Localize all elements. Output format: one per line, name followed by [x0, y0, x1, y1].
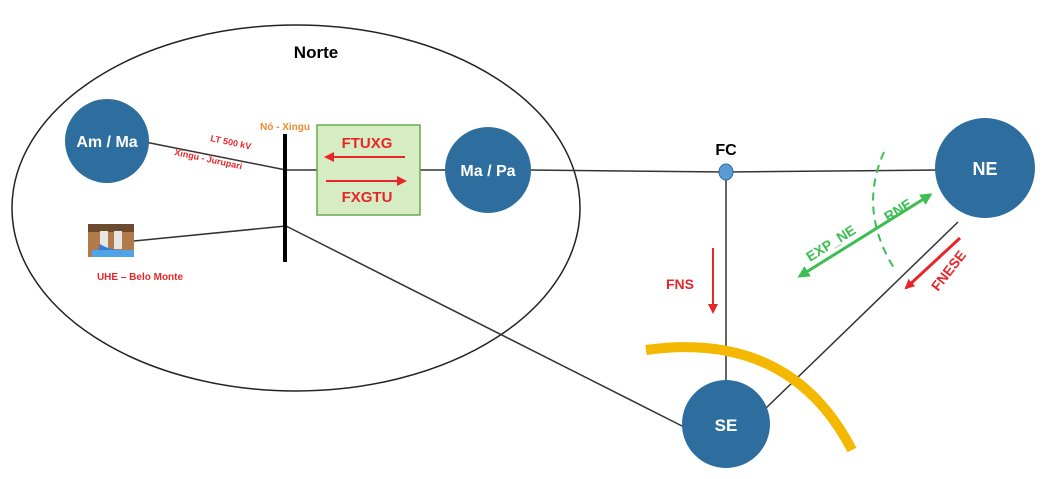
line-mapa-fc	[527, 169, 727, 173]
fns-label: FNS	[666, 276, 694, 292]
fnese-arrow	[904, 236, 962, 290]
node-ma-pa-label: Ma / Pa	[460, 163, 515, 180]
norte-title: Norte	[294, 43, 338, 62]
line-amma-bus	[139, 140, 287, 171]
line-bus-se	[285, 225, 687, 429]
node-ne-label: NE	[972, 159, 997, 179]
uhe-label: UHE – Belo Monte	[97, 272, 184, 283]
node-am-ma-label: Am / Ma	[76, 134, 137, 151]
fnese-label: FNESE	[928, 247, 969, 294]
norte-region	[11, 24, 581, 392]
rne-label: RNE	[881, 195, 915, 224]
fc-label: FC	[715, 142, 737, 159]
node-se	[682, 380, 770, 468]
rne-cut-dashed	[872, 151, 895, 269]
ftuxg-label: FTUXG	[342, 135, 393, 152]
fc-point	[718, 163, 734, 181]
line-fc-ne	[725, 169, 941, 173]
lt-500kv-label: LT 500 kV	[210, 133, 253, 151]
line-uhe-bus	[133, 225, 287, 242]
flow-box	[316, 124, 421, 216]
exp-ne-arrow	[797, 193, 933, 278]
node-ma-pa	[445, 127, 531, 213]
se-cut-arc	[645, 342, 857, 453]
node-am-ma	[65, 99, 149, 183]
no-xingu-label: Nó - Xingu	[260, 122, 310, 133]
node-ne	[935, 118, 1035, 218]
hydro-dam-icon	[88, 224, 134, 257]
fxgtu-label: FXGTU	[342, 189, 393, 206]
node-se-label: SE	[715, 416, 738, 435]
xingu-jurupari-label: Xingu - Jurupari	[174, 147, 244, 171]
